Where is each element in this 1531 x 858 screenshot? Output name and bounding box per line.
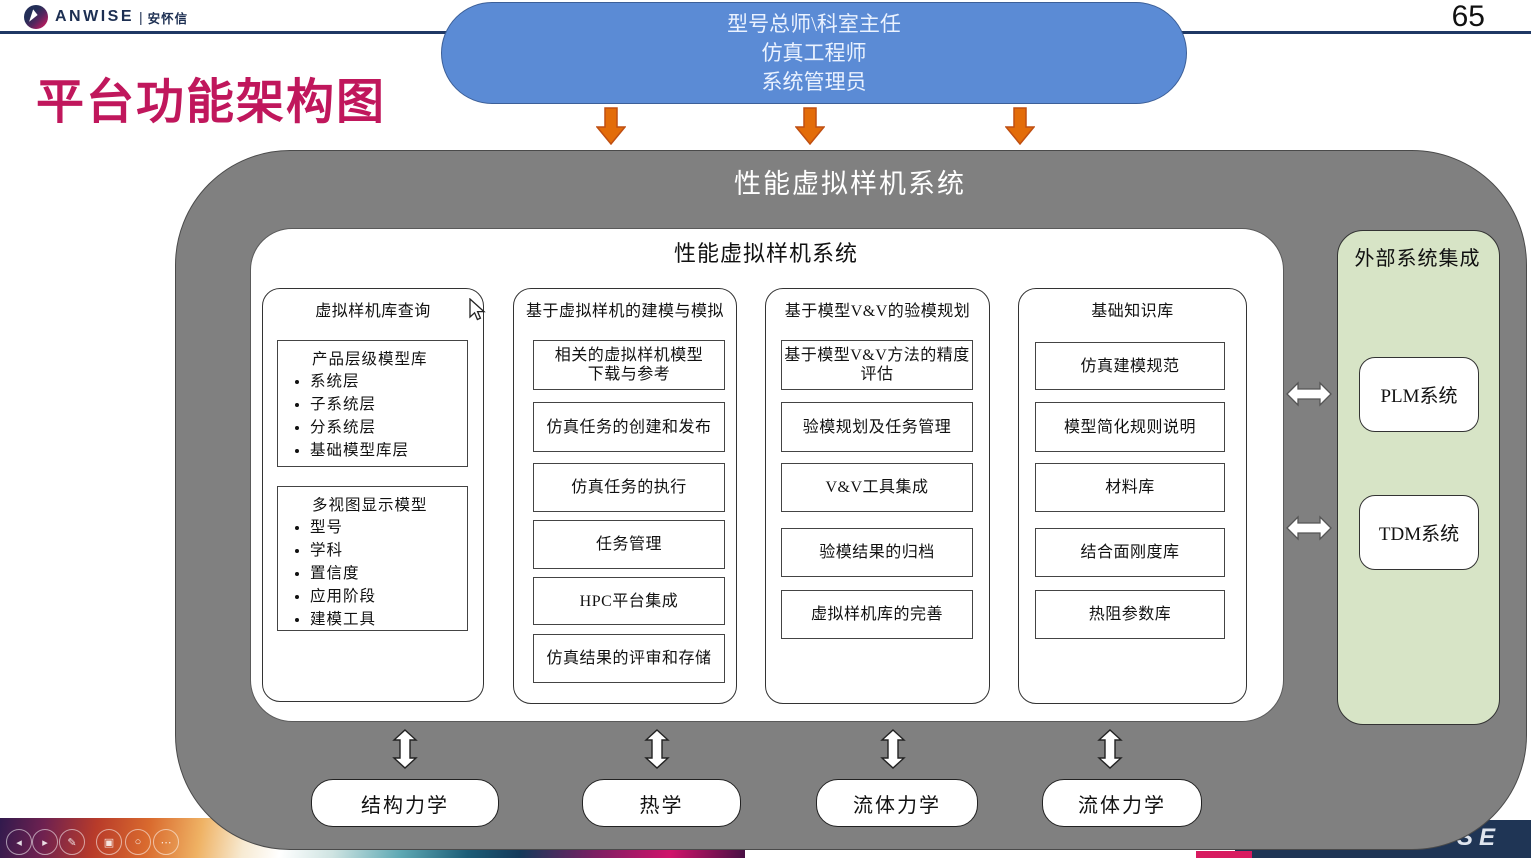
down-arrow-icon: [1005, 107, 1035, 145]
logo-separator: |: [139, 9, 143, 25]
column-title: 基础知识库: [1091, 303, 1174, 320]
bullet-item: 学科: [310, 539, 467, 562]
presenter-frames-icon[interactable]: ▣: [96, 829, 122, 855]
item-box: V&V工具集成: [781, 463, 973, 512]
double-vertical-arrow-icon: [880, 729, 906, 769]
double-vertical-arrow-icon: [392, 729, 418, 769]
bullet-item: 型号: [310, 516, 467, 539]
plm-system-box: PLM系统: [1359, 357, 1479, 432]
module-fluid-mechanics: 流体力学: [816, 779, 978, 827]
group-title: 产品层级模型库: [312, 351, 428, 368]
group-title: 多视图显示模型: [312, 497, 428, 514]
bullet-item: 应用阶段: [310, 585, 467, 608]
presenter-next-icon[interactable]: ▸: [32, 829, 58, 855]
item-box: 基于模型V&V方法的精度 评估: [781, 340, 973, 390]
group-product-model-library: 产品层级模型库 系统层 子系统层 分系统层 基础模型库层: [277, 340, 468, 467]
bullet-list: 型号 学科 置信度 应用阶段 建模工具: [278, 516, 467, 631]
bullet-item: 基础模型库层: [310, 439, 467, 462]
tdm-system-box: TDM系统: [1359, 495, 1479, 570]
double-vertical-arrow-icon: [1097, 729, 1123, 769]
down-arrow-icon: [596, 107, 626, 145]
item-box: 材料库: [1035, 463, 1225, 512]
slide-title: 平台功能架构图: [36, 76, 387, 129]
item-box: 仿真结果的评审和存储: [533, 634, 725, 683]
module-thermal: 热学: [582, 779, 741, 827]
anwise-logo-icon: [24, 5, 48, 29]
item-box: 仿真任务的创建和发布: [533, 402, 725, 452]
presenter-prev-icon[interactable]: ◂: [6, 829, 32, 855]
item-box: 验模规划及任务管理: [781, 402, 973, 452]
inner-system-title: 性能虚拟样机系统: [673, 241, 858, 266]
item-box: 结合面刚度库: [1035, 528, 1225, 577]
role-line: 仿真工程师: [761, 40, 867, 65]
bullet-list: 系统层 子系统层 分系统层 基础模型库层: [278, 370, 467, 462]
group-multiview-model: 多视图显示模型 型号 学科 置信度 应用阶段 建模工具: [277, 486, 468, 631]
item-box: 虚拟样机库的完善: [781, 590, 973, 639]
footer-magenta-stripe: [1196, 851, 1252, 858]
role-line: 型号总师\科室主任: [727, 11, 901, 36]
logo-brand-cn: 安怀信: [147, 11, 189, 26]
presenter-more-icon[interactable]: ⋯: [153, 829, 179, 855]
page-number: 65: [1451, 0, 1485, 33]
double-vertical-arrow-icon: [644, 729, 670, 769]
logo-brand-text: ANWISE: [55, 8, 134, 25]
external-systems-title: 外部系统集成: [1354, 248, 1481, 270]
item-box: 验模结果的归档: [781, 528, 973, 577]
bullet-item: 建模工具: [310, 608, 467, 631]
down-arrow-icon: [795, 107, 825, 145]
external-systems-panel: [1337, 230, 1500, 725]
column-title: 基于模型V&V的验模规划: [784, 303, 971, 320]
outer-system-title: 性能虚拟样机系统: [734, 169, 966, 199]
item-box: 模型简化规则说明: [1035, 402, 1225, 452]
module-structural-mechanics: 结构力学: [311, 779, 499, 827]
item-box: 相关的虚拟样机模型 下载与参考: [533, 340, 725, 390]
bullet-item: 系统层: [310, 370, 467, 393]
item-box: 任务管理: [533, 520, 725, 569]
module-fluid-mechanics: 流体力学: [1042, 779, 1202, 827]
bullet-item: 子系统层: [310, 393, 467, 416]
role-line: 系统管理员: [761, 69, 867, 94]
column-title: 基于虚拟样机的建模与模拟: [525, 303, 724, 320]
item-box: 仿真任务的执行: [533, 463, 725, 512]
presenter-zoom-icon[interactable]: ○: [125, 829, 151, 855]
item-box: 热阻参数库: [1035, 590, 1225, 639]
presenter-pen-icon[interactable]: ✎: [59, 829, 85, 855]
item-box: HPC平台集成: [533, 577, 725, 625]
item-box: 仿真建模规范: [1035, 342, 1225, 390]
double-horizontal-arrow-icon: [1286, 515, 1332, 541]
anwise-logo: ANWISE | 安怀信: [24, 4, 188, 30]
bullet-item: 置信度: [310, 562, 467, 585]
bullet-item: 分系统层: [310, 416, 467, 439]
column-title: 虚拟样机库查询: [315, 303, 431, 320]
mouse-cursor: [469, 298, 486, 321]
double-horizontal-arrow-icon: [1286, 381, 1332, 407]
roles-ellipse: 型号总师\科室主任 仿真工程师 系统管理员: [441, 2, 1187, 104]
